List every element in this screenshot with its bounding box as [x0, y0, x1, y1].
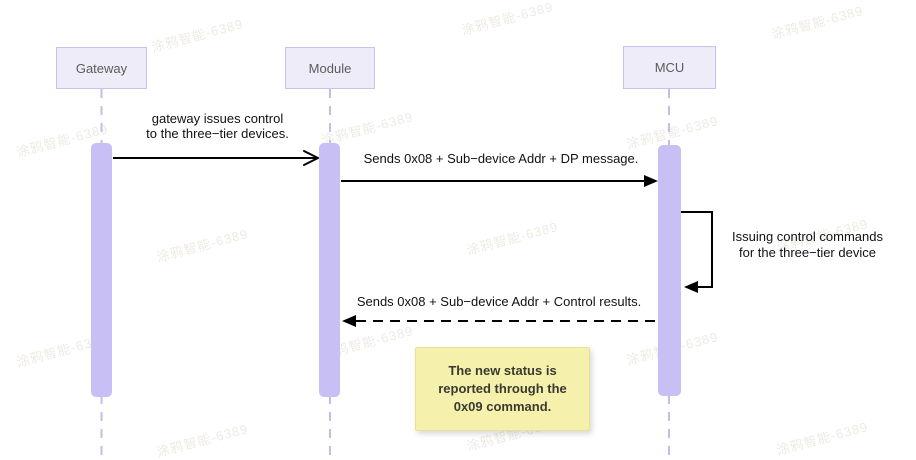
actor-label-gateway: Gateway: [75, 60, 128, 76]
note-line2: reported through the: [438, 381, 567, 396]
activation-bar-gateway: [91, 143, 112, 397]
note-box: The new status is reported through the 0…: [415, 347, 590, 431]
self-message-line: [681, 211, 713, 288]
activation-bar-mcu: [658, 145, 681, 396]
message-4-arrowhead: [342, 315, 356, 327]
message-1-label-line2: to the three−tier devices.: [146, 126, 289, 141]
actor-box-gateway: Gateway: [56, 47, 147, 89]
actor-box-module: Module: [285, 47, 375, 89]
note-line1: The new status is: [448, 363, 557, 378]
activation-bar-module: [319, 143, 340, 397]
message-2-label: Sends 0x08 + Sub−device Addr + DP messag…: [363, 151, 639, 166]
message-4-label: Sends 0x08 + Sub−device Addr + Control r…: [356, 294, 642, 309]
message-1-arrowhead: [303, 150, 319, 166]
message-2-arrowhead: [644, 175, 658, 187]
actor-label-module: Module: [308, 60, 352, 76]
note-line3: 0x09 command.: [453, 399, 552, 414]
actor-box-mcu: MCU: [623, 46, 716, 89]
message-1-label-line1: gateway issues control: [151, 111, 284, 126]
self-message-label: Issuing control commands for the three−t…: [715, 229, 900, 261]
self-message-label-line2: for the three−tier device: [739, 245, 876, 260]
self-message-label-line1: Issuing control commands: [731, 229, 883, 244]
self-message-arrowhead: [684, 281, 698, 293]
message-1-label: gateway issues control to the three−tier…: [95, 111, 340, 141]
actor-label-mcu: MCU: [654, 60, 685, 75]
